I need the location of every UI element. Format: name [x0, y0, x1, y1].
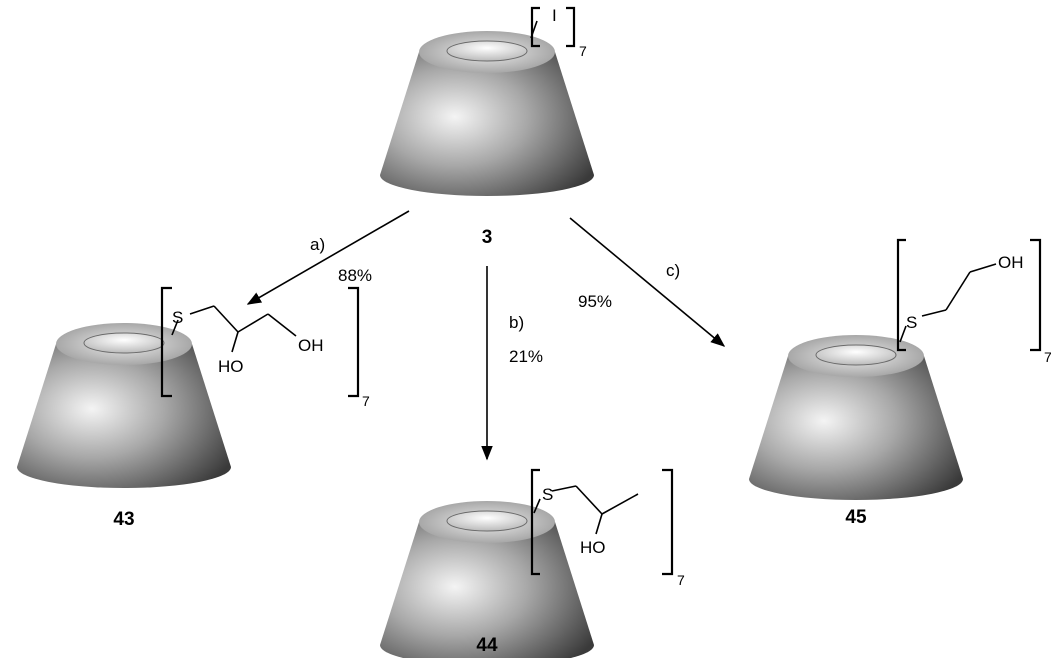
repeat-bracket-left [530, 468, 540, 576]
condition-b: b) [509, 313, 524, 332]
arrow-a [246, 210, 410, 305]
repeat-bracket-left [530, 6, 540, 48]
yield-c: 95% [578, 292, 612, 311]
sulfur-atom: S [172, 308, 183, 327]
ch2-oh-bond [267, 313, 297, 337]
repeat-count: 7 [362, 393, 370, 409]
ch-oh-bond [595, 513, 603, 535]
ch-ch2-bond [237, 313, 269, 333]
ch2-ch-bond [575, 485, 603, 515]
compound-label-43: 43 [113, 509, 134, 530]
compound-43: S HO OH 7 43 [16, 286, 370, 530]
reaction-c: c) 95% [569, 217, 726, 347]
ch-ch3-bond [601, 493, 639, 515]
compound-45: S OH 7 45 [748, 238, 1051, 528]
condition-c: c) [666, 261, 680, 280]
s-ch2-bond [189, 305, 215, 315]
s-bond [533, 498, 541, 514]
s-ch2-bond [551, 485, 577, 492]
ch2-ch2-bond [945, 271, 971, 311]
repeat-bracket-right [566, 6, 576, 48]
repeat-count: 7 [579, 43, 587, 59]
ch2-oh-bond [969, 263, 997, 273]
repeat-bracket-right [662, 468, 674, 576]
arrow-c [569, 217, 726, 347]
sulfur-atom: S [542, 485, 553, 504]
reaction-b: b) 21% [481, 266, 543, 461]
repeat-bracket-left [160, 286, 172, 398]
yield-b: 21% [509, 347, 543, 366]
hydroxyl-atom: HO [580, 538, 606, 557]
cyclodextrin-shape [16, 322, 232, 489]
reaction-a: a) 88% [246, 210, 410, 305]
s-bond [171, 319, 179, 336]
ch2-ch-bond [213, 305, 239, 333]
compound-label-44: 44 [476, 635, 498, 656]
repeat-bracket-right [348, 286, 360, 398]
sulfur-atom: S [906, 313, 917, 332]
repeat-count: 7 [1044, 349, 1051, 365]
hydroxyl-atom: OH [998, 253, 1024, 272]
s-ch2-bond [921, 309, 947, 317]
iodo-atom: I [552, 6, 557, 25]
hydroxyl-atom: HO [218, 357, 244, 376]
compound-label-3: 3 [482, 227, 493, 248]
compound-44: S HO 7 44 [379, 468, 685, 658]
cyclodextrin-shape [379, 30, 595, 197]
compound-label-45: 45 [845, 507, 867, 528]
cyclodextrin-shape [748, 334, 964, 501]
condition-a: a) [310, 235, 325, 254]
s-bond [899, 325, 907, 343]
hydroxyl-atom: OH [298, 336, 324, 355]
ch-oh-bond [231, 331, 239, 353]
repeat-count: 7 [677, 572, 685, 588]
yield-a: 88% [338, 266, 372, 285]
repeat-bracket-left [896, 238, 906, 352]
compound-3: I 7 3 [379, 6, 595, 248]
repeat-bracket-right [1030, 238, 1042, 352]
